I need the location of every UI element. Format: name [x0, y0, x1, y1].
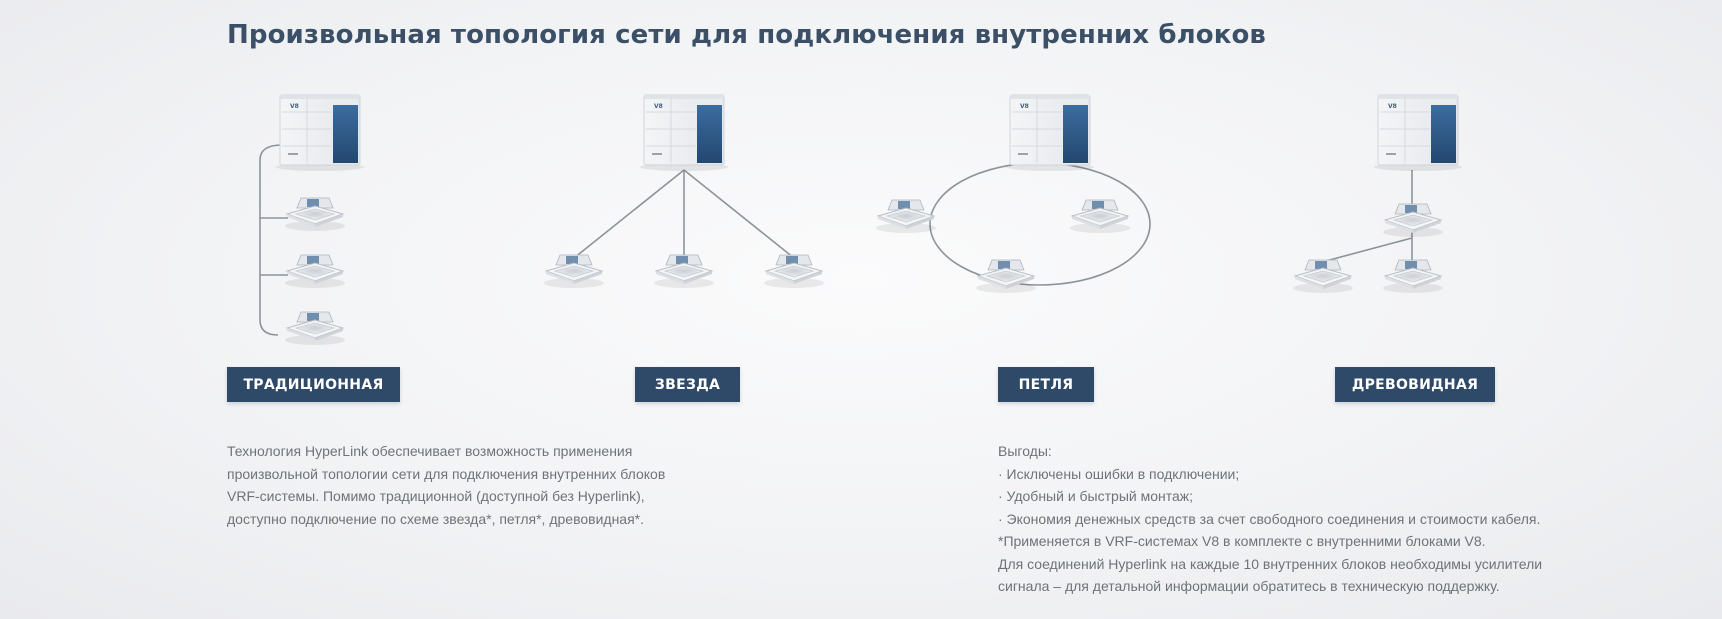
outdoor-unit-icon: V8 [1006, 94, 1094, 171]
outdoor-unit-badge: V8 [290, 103, 299, 110]
topology-label-traditional: ТРАДИЦИОННАЯ [227, 367, 400, 402]
description-line: Технология HyperLink обеспечивает возмож… [227, 443, 633, 459]
benefits-note: *Применяется в VRF-системах V8 в комплек… [998, 533, 1486, 549]
benefits-note: Для соединений Hyperlink на каждые 10 вн… [998, 555, 1543, 572]
benefit-item: · Исключены ошибки в подключении; [998, 465, 1240, 482]
outdoor-unit-badge: V8 [1020, 103, 1029, 110]
outdoor-unit-badge: V8 [654, 103, 663, 110]
benefit-item: · Экономия денежных средств за счет своб… [998, 510, 1541, 527]
description-line: VRF-системы. Помимо традиционной (доступ… [227, 488, 645, 504]
outdoor-unit-icon: V8 [276, 94, 364, 171]
indoor-cassette-icon [976, 259, 1036, 293]
indoor-cassette-icon [544, 254, 604, 288]
indoor-units [285, 197, 1443, 345]
outdoor-units: V8 V8 V8 V8 [276, 94, 1462, 171]
benefit-item: · Удобный и быстрый монтаж; [998, 488, 1194, 504]
wires-traditional [259, 144, 288, 336]
outdoor-unit-icon: V8 [640, 94, 728, 171]
indoor-cassette-icon [654, 254, 714, 288]
description-line: доступно подключение по схеме звезда*, п… [227, 510, 645, 527]
indoor-cassette-icon [1383, 259, 1443, 293]
topology-label-star: ЗВЕЗДА [635, 367, 740, 402]
hyperlink-description: Технология HyperLink обеспечивает возмож… [227, 440, 757, 530]
benefits-block: Выгоды: · Исключены ошибки в подключении… [998, 440, 1638, 598]
topology-label-tree: ДРЕВОВИДНАЯ [1335, 367, 1495, 402]
benefits-heading: Выгоды: [998, 443, 1052, 459]
page-title: Произвольная топология сети для подключе… [227, 20, 1266, 50]
indoor-cassette-icon [876, 199, 936, 233]
indoor-cassette-icon [285, 311, 345, 345]
description-line: произвольной топологии сети для подключе… [227, 465, 666, 482]
indoor-cassette-icon [1070, 199, 1130, 233]
outdoor-unit-icon: V8 [1374, 94, 1462, 171]
outdoor-unit-badge: V8 [1388, 103, 1397, 110]
topology-label-loop: ПЕТЛЯ [998, 367, 1094, 402]
wires-star [573, 169, 795, 259]
indoor-cassette-icon [285, 197, 345, 231]
indoor-cassette-icon [1293, 259, 1353, 293]
indoor-cassette-icon [285, 254, 345, 288]
indoor-cassette-icon [764, 254, 824, 288]
benefits-note: сигнала – для детальной информации обрат… [998, 578, 1500, 594]
indoor-cassette-icon [1383, 203, 1443, 237]
